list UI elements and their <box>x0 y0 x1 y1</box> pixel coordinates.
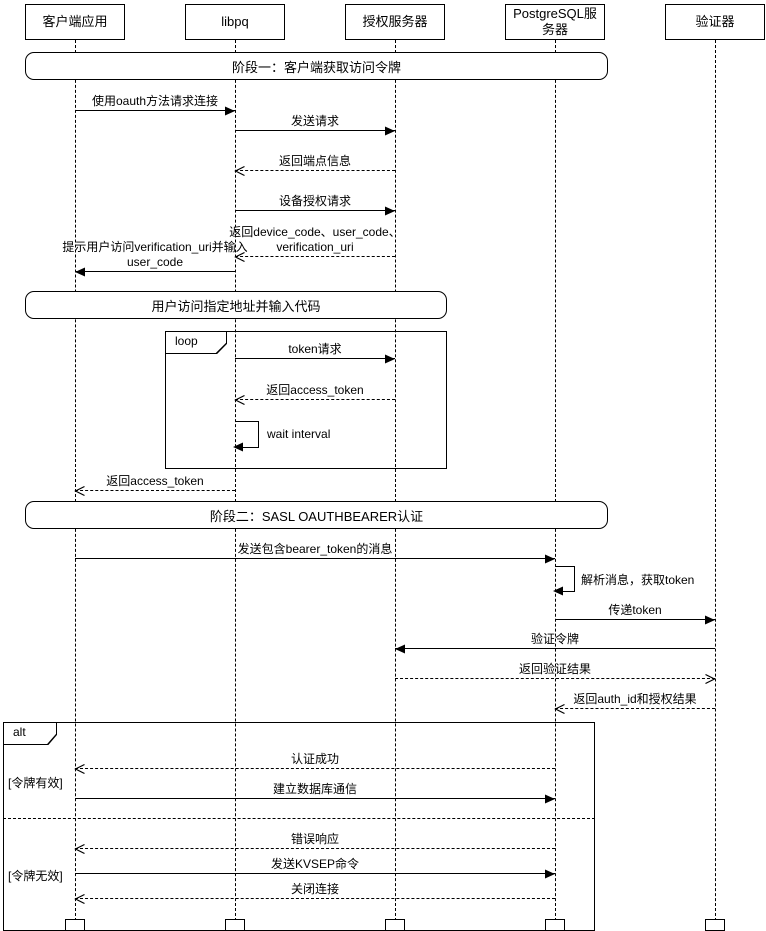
message-arrow <box>234 394 395 406</box>
lifeline <box>395 40 396 931</box>
arrowhead-filled-icon <box>385 354 395 364</box>
arrowhead-open-icon <box>234 251 245 263</box>
participant-label: PostgreSQL服务器 <box>513 5 597 37</box>
arrowhead-open-icon <box>74 893 85 905</box>
message-arrow <box>395 644 715 654</box>
banner-label: 阶段二：SASL OAUTHBEARER认证 <box>209 508 424 524</box>
message-arrow <box>74 485 235 497</box>
loop-fragment-label: loop <box>165 331 227 354</box>
message-arrow <box>75 869 555 879</box>
arrowhead-filled-icon <box>705 615 715 625</box>
message-label: 提示用户访问verification_uri并输入user_code <box>62 240 248 269</box>
fragment-operator-label: alt <box>13 725 26 739</box>
participant-label: 授权服务器 <box>362 13 428 29</box>
lifeline <box>715 40 716 931</box>
participant-label: libpq <box>221 13 249 29</box>
arrowhead-filled-icon <box>233 442 243 452</box>
message-label: 返回device_code、user_code、verification_uri <box>229 225 401 254</box>
arrowhead-filled-icon <box>225 106 235 116</box>
guard-token-valid: [令牌有效] <box>8 776 63 790</box>
banner-label: 阶段一：客户端获取访问令牌 <box>231 59 401 75</box>
arrowhead-filled-icon <box>545 794 555 804</box>
arrowhead-open-icon <box>74 763 85 775</box>
lifeline-end-box <box>225 919 245 931</box>
lifeline <box>235 40 236 931</box>
message-label: 发送KVSEP命令 <box>270 856 360 871</box>
participant-label: 验证器 <box>695 13 735 29</box>
message-label: 返回access_token <box>106 473 204 488</box>
participant-postgresql: PostgreSQL服务器 <box>505 4 605 40</box>
arrowhead-filled-icon <box>545 554 555 564</box>
message-label: 返回auth_id和授权结果 <box>573 691 697 706</box>
message-arrow <box>395 673 716 685</box>
message-label: 建立数据库通信 <box>272 781 357 796</box>
message-label: 关闭连接 <box>290 881 339 896</box>
message-arrow <box>74 893 555 905</box>
message-arrow <box>234 251 395 263</box>
arrowhead-open-icon <box>74 485 85 497</box>
fragment-operator-label: loop <box>175 334 198 348</box>
message-arrow <box>235 354 395 364</box>
arrowhead-open-icon <box>705 673 716 685</box>
message-arrow <box>235 206 395 216</box>
message-arrow <box>74 763 555 775</box>
participant-validator: 验证器 <box>665 4 765 40</box>
lifeline <box>75 40 76 931</box>
message-label: 返回端点信息 <box>278 153 351 168</box>
message-label: 返回验证结果 <box>518 661 591 676</box>
lifeline <box>555 40 556 931</box>
alt-fragment-label: alt <box>3 722 57 745</box>
loop-fragment: loop <box>165 331 447 469</box>
arrowhead-filled-icon <box>395 644 405 654</box>
message-arrow <box>74 843 555 855</box>
message-arrow <box>75 794 555 804</box>
arrowhead-open-icon <box>234 165 245 177</box>
arrowhead-filled-icon <box>385 206 395 216</box>
participant-libpq: libpq <box>185 4 285 40</box>
self-message <box>553 566 575 596</box>
user-action-banner: 用户访问指定地址并输入代码 <box>25 291 447 319</box>
arrowhead-open-icon <box>74 843 85 855</box>
message-label: 解析消息，获取token <box>581 573 695 587</box>
self-message <box>233 421 259 452</box>
participant-label: 客户端应用 <box>42 13 108 29</box>
lifeline-end-box <box>385 919 405 931</box>
phase2-banner: 阶段二：SASL OAUTHBEARER认证 <box>25 501 608 529</box>
participant-client-app: 客户端应用 <box>25 4 125 40</box>
message-arrow <box>75 554 555 564</box>
fragment-tab-fill <box>166 332 226 353</box>
message-label: 发送请求 <box>290 113 339 128</box>
fragment-tab-fill <box>4 723 56 744</box>
message-label: 设备授权请求 <box>278 193 351 208</box>
message-arrow <box>554 703 715 715</box>
arrowhead-filled-icon <box>385 126 395 136</box>
message-label: 认证成功 <box>290 751 339 766</box>
message-label: 返回access_token <box>266 382 364 397</box>
message-label: token请求 <box>288 341 342 356</box>
banner-label: 用户访问指定地址并输入代码 <box>151 298 321 314</box>
message-arrow <box>75 106 235 116</box>
message-label: 错误响应 <box>290 831 339 846</box>
message-arrow <box>75 267 235 277</box>
message-arrow <box>235 126 395 136</box>
lifeline-end-box <box>545 919 565 931</box>
arrowhead-filled-icon <box>75 267 85 277</box>
message-arrow <box>555 615 715 625</box>
alt-divider <box>3 818 595 819</box>
participant-auth-server: 授权服务器 <box>345 4 445 40</box>
message-arrow <box>234 165 395 177</box>
lifeline-end-box <box>65 919 85 931</box>
message-label: 使用oauth方法请求连接 <box>91 93 219 108</box>
message-label: 传递token <box>608 602 662 617</box>
message-label: 发送包含bearer_token的消息 <box>237 541 393 556</box>
arrowhead-filled-icon <box>545 869 555 879</box>
message-label: 验证令牌 <box>530 631 579 646</box>
arrowhead-filled-icon <box>553 586 563 596</box>
lifeline-end-box <box>705 919 725 931</box>
arrowhead-open-icon <box>554 703 565 715</box>
phase1-banner: 阶段一：客户端获取访问令牌 <box>25 52 608 80</box>
message-label: wait interval <box>267 427 331 441</box>
arrowhead-open-icon <box>234 394 245 406</box>
guard-token-invalid: [令牌无效] <box>8 869 63 883</box>
